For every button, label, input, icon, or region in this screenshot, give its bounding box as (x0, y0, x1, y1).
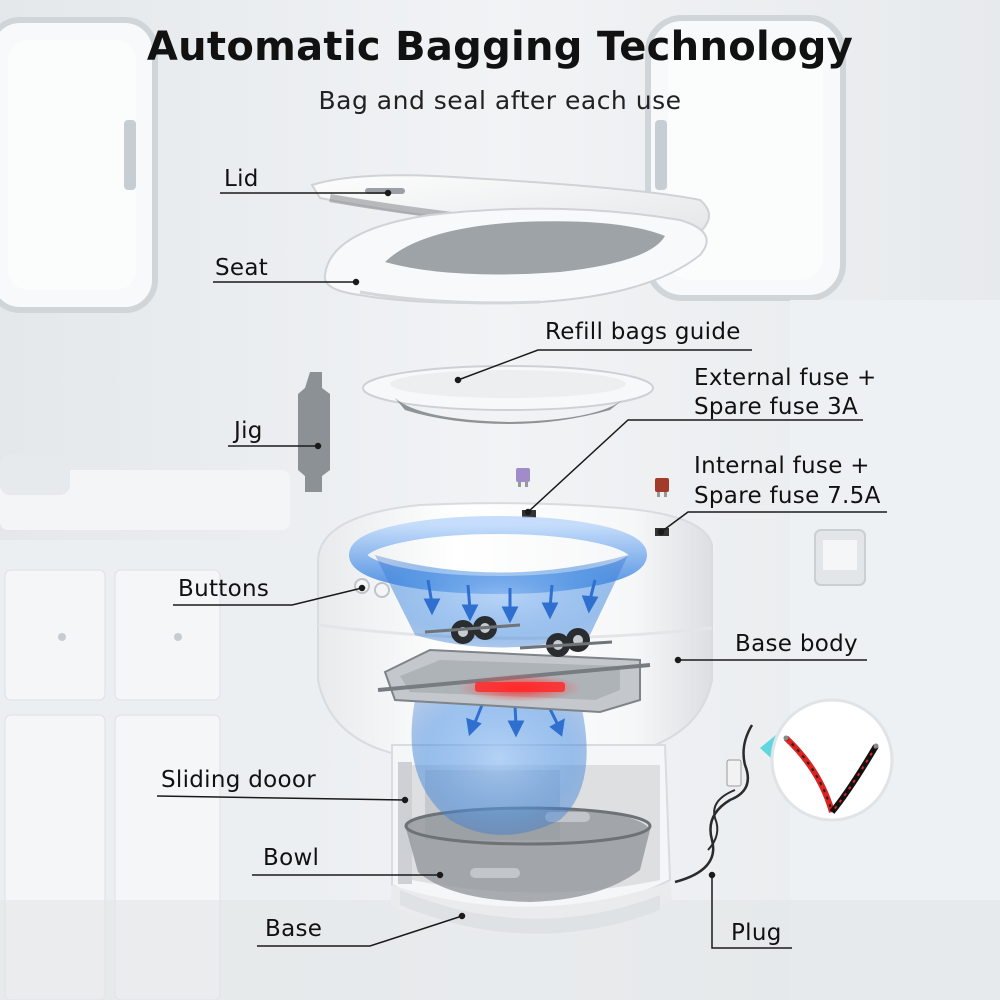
jig (298, 372, 330, 492)
label-buttons: Buttons (178, 576, 270, 602)
seat (323, 207, 708, 305)
cable-zoom-inset (760, 698, 894, 822)
label-plug: Plug (731, 920, 782, 946)
fuses (516, 468, 669, 497)
airflow-visualization (349, 516, 647, 835)
label-external-fuse-line1: External fuse + (694, 365, 877, 391)
label-internal-fuse-line1: Internal fuse + (694, 453, 870, 479)
page-title: Automatic Bagging Technology (146, 24, 854, 70)
label-base: Base (265, 916, 323, 942)
label-lid: Lid (224, 166, 259, 192)
label-internal-fuse-line2: Spare fuse 7.5A (694, 483, 881, 509)
label-external-fuse-line2: Spare fuse 3A (694, 394, 859, 420)
label-sliding-door: Sliding dooor (161, 767, 317, 793)
page-subtitle: Bag and seal after each use (318, 86, 682, 115)
refill-bags-guide (362, 365, 654, 424)
sealing-mechanism (377, 616, 651, 714)
callout-leader-lines (156, 189, 887, 949)
label-refill-bags-guide: Refill bags guide (545, 319, 741, 345)
label-bowl: Bowl (263, 845, 320, 871)
power-cable (674, 724, 754, 884)
label-seat: Seat (215, 255, 269, 281)
label-base-body: Base body (735, 631, 858, 657)
label-jig: Jig (234, 418, 263, 444)
